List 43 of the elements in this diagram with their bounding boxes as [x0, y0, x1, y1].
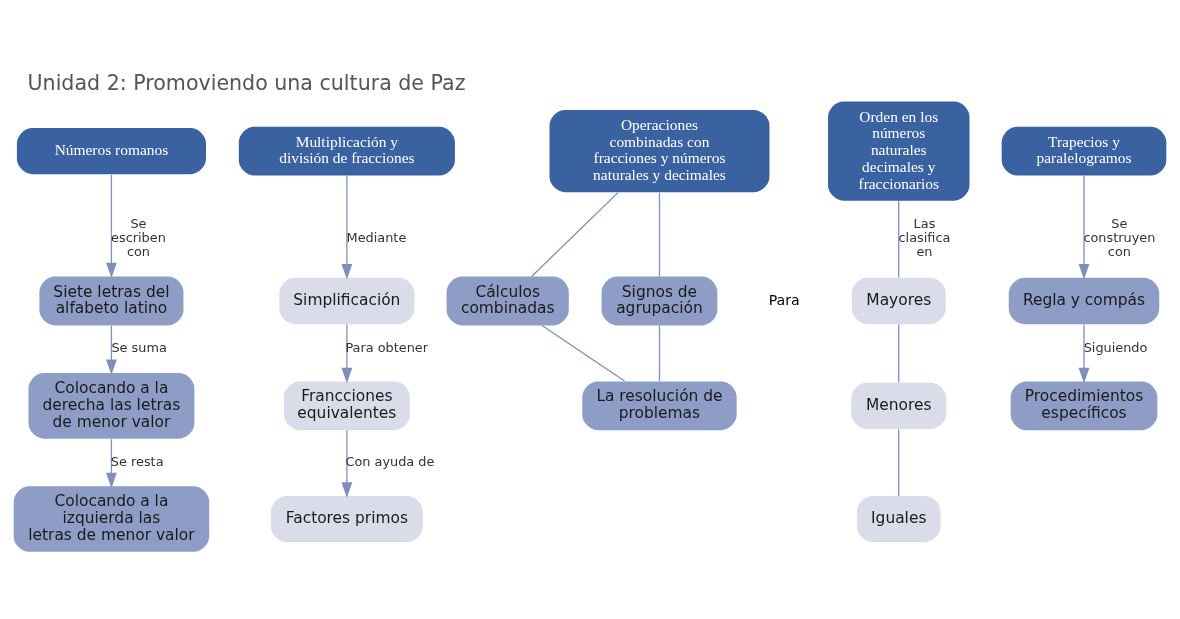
connector — [898, 323, 900, 383]
node-box: Francciones equivalentes — [283, 380, 410, 430]
arrow — [106, 437, 117, 488]
connector — [658, 324, 661, 382]
node-box: Iguales — [856, 495, 941, 542]
node-box: Orden en los números naturales decimales y fraccionarios — [828, 101, 970, 201]
connector — [898, 428, 900, 496]
node-box: Números romanos — [16, 127, 206, 174]
arrow — [106, 173, 117, 278]
arrow — [341, 174, 353, 279]
arrow — [341, 323, 353, 383]
node-box: Cálculos combinadas — [446, 276, 569, 325]
node-box: Regla y compás — [1008, 277, 1160, 324]
edge-label: Para obtener — [345, 339, 429, 355]
label: Para — [768, 291, 800, 308]
arrow — [341, 429, 353, 498]
arrow — [1078, 174, 1090, 279]
node-box: Menores — [851, 382, 947, 429]
node-box: Operaciones combinadas con fracciones y números naturales y decimales — [549, 109, 770, 192]
node-box: Colocando a la derecha las letras de menor valor — [28, 372, 195, 439]
node-box: Siete letras del alfabeto latino — [39, 276, 184, 325]
arrow — [1078, 323, 1090, 383]
connector — [541, 324, 626, 382]
node-box: La resolución de problemas — [582, 380, 737, 430]
diagram-title: Unidad 2: Promoviendo una cultura de Paz — [27, 70, 466, 95]
edge-label: Se suma — [111, 339, 167, 355]
node-box: Mayores — [851, 277, 946, 324]
node-box: Simplificación — [279, 277, 415, 324]
connector — [530, 191, 619, 277]
edge-label: Siguiendo — [1083, 339, 1148, 355]
connector — [658, 191, 661, 277]
node-box: Trapecios y paralelogramos — [1001, 126, 1167, 176]
edge-label: Con ayuda de — [345, 453, 435, 469]
edge-label: Mediante — [346, 229, 407, 245]
node-box: Factores primos — [270, 495, 423, 542]
arrow — [106, 324, 117, 375]
edge-label: Se construyen con — [1083, 215, 1156, 259]
connector — [898, 199, 900, 278]
node-box: Multiplicación y división de fracciones — [238, 126, 455, 176]
node-box: Signos de agrupación — [601, 276, 718, 325]
node-box: Colocando a la izquierda las letras de menor valor — [13, 485, 210, 552]
edge-label: Las clasifica en — [898, 215, 951, 259]
node-box: Procedimientos específicos — [1010, 380, 1158, 430]
